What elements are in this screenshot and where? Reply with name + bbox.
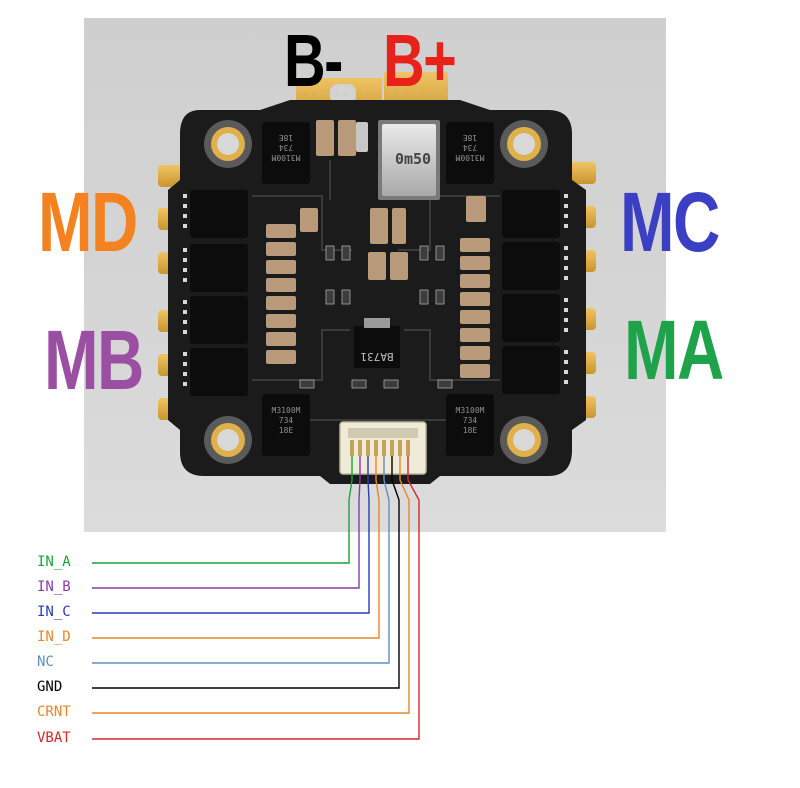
- pin-label-1: IN_B: [37, 579, 71, 595]
- signal-connector: [339, 421, 427, 475]
- mosfet-model-text: M3100M: [271, 406, 301, 415]
- motor-b-label: MB: [44, 313, 144, 407]
- pin-label-2: IN_C: [37, 604, 71, 620]
- mosfet-code2-text: 18E: [462, 426, 478, 435]
- pin-label-5: GND: [37, 679, 63, 695]
- motor-d-label: MD: [38, 175, 138, 269]
- mosfet-code2-text: 18E: [462, 133, 478, 142]
- mosfet-model-text: M3100M: [455, 406, 485, 415]
- wire-7: [92, 456, 420, 740]
- motor-c-label: MC: [620, 175, 720, 269]
- signal-wires: [92, 456, 420, 740]
- mosfet-model-text: M3100M: [271, 153, 301, 162]
- mosfet-marking: M3100M 734 18E: [450, 132, 490, 162]
- regulator-label: BA731: [360, 350, 394, 363]
- mosfet-pads: [183, 194, 568, 386]
- wire-0: [92, 456, 353, 564]
- wire-6: [92, 456, 410, 714]
- wire-1: [92, 456, 361, 589]
- mosfet-code-text: 734: [278, 143, 294, 152]
- mosfet-code-text: 734: [462, 143, 478, 152]
- motor-a-label: MA: [624, 303, 724, 397]
- pcb-traces: [252, 160, 500, 421]
- current-shunt: [378, 120, 440, 200]
- pin-label-6: CRNT: [37, 704, 71, 720]
- wire-5: [92, 456, 400, 689]
- mosfet-code-text: 734: [462, 416, 478, 425]
- wire-2: [92, 456, 370, 614]
- wire-4: [92, 456, 390, 664]
- pin-label-7: VBAT: [37, 730, 71, 746]
- pin-label-0: IN_A: [37, 554, 71, 570]
- battery-positive-label: B+: [383, 19, 457, 102]
- battery-negative-label: B-: [284, 19, 343, 102]
- shunt-label: 0m50: [394, 150, 432, 168]
- regulator-tab: [364, 318, 390, 328]
- mosfet-marking: M3100M 734 18E: [266, 132, 306, 162]
- mosfets: [190, 122, 560, 456]
- pin-label-4: NC: [37, 654, 54, 670]
- voltage-regulator: [354, 326, 400, 368]
- mounting-holes: [204, 120, 548, 464]
- mosfet-code2-text: 18E: [278, 426, 294, 435]
- mosfet-code-text: 734: [278, 416, 294, 425]
- mosfet-model-text: M3100M: [455, 153, 485, 162]
- resistors: [299, 245, 453, 389]
- capacitors: [266, 120, 490, 378]
- mosfet-marking: M3100M 734 18E: [450, 406, 490, 436]
- wire-3: [92, 456, 380, 639]
- mosfet-code2-text: 18E: [278, 133, 294, 142]
- mosfet-marking: M3100M 734 18E: [266, 406, 306, 436]
- pin-label-3: IN_D: [37, 629, 71, 645]
